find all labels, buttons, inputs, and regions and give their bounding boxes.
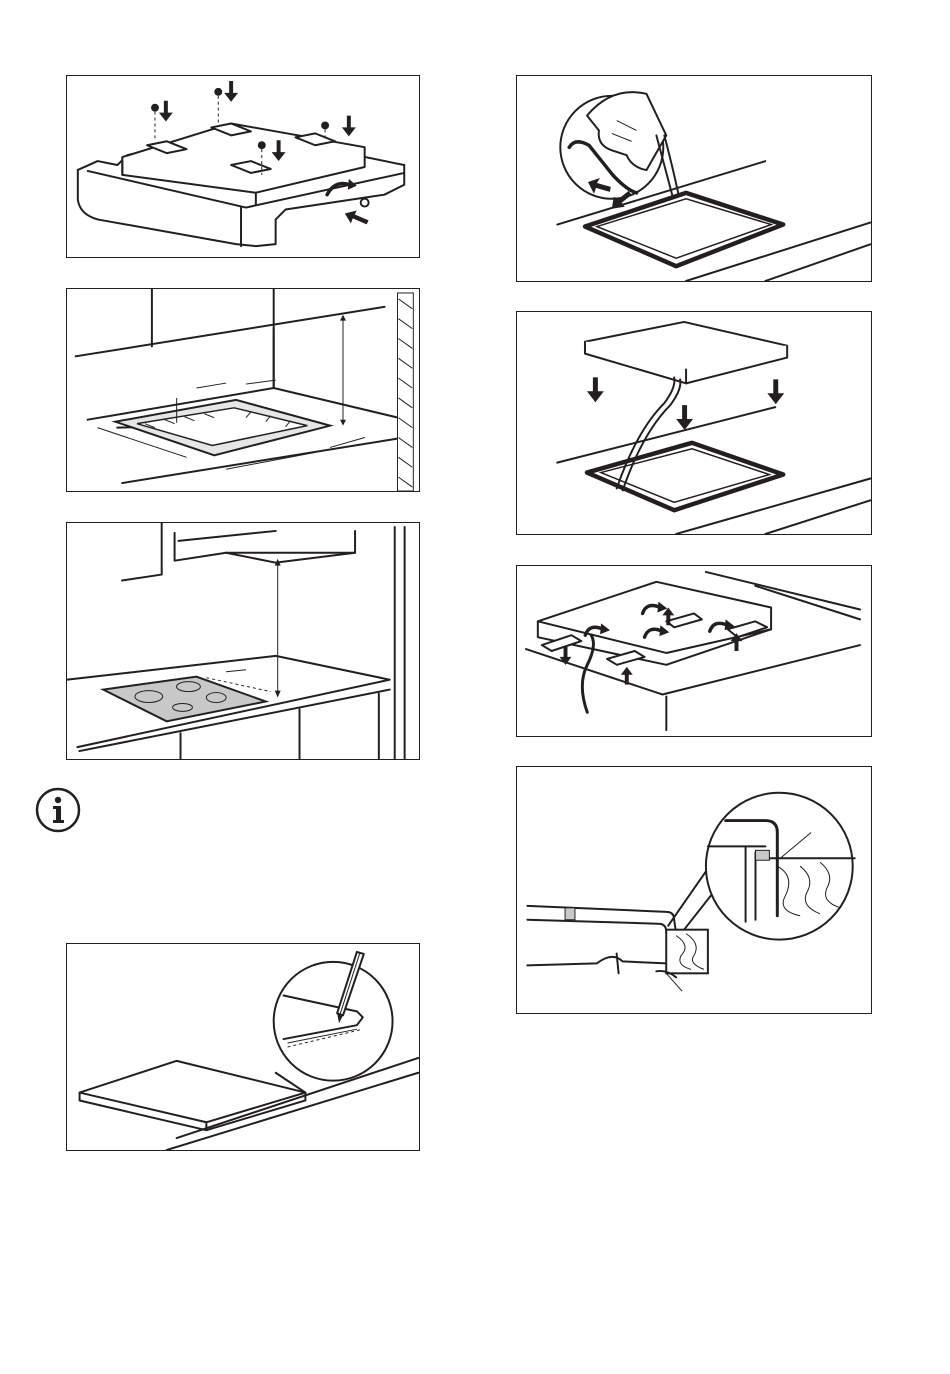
figure-route-seal-cable — [516, 75, 872, 282]
info-icon — [34, 786, 82, 834]
figure-seal-detail — [516, 766, 872, 1014]
figure-cutout-dimensions — [66, 288, 420, 492]
figure-lower-hob — [516, 311, 872, 535]
figure-tighten-brackets — [516, 565, 872, 737]
figure-hood-clearance — [66, 522, 420, 760]
figure-fix-brackets — [66, 75, 420, 258]
figure-mark-outline — [66, 943, 420, 1151]
dimension-arrow-icon — [206, 559, 280, 698]
arrow-down-icon — [587, 377, 784, 430]
magnifier-detail-icon — [706, 793, 855, 940]
